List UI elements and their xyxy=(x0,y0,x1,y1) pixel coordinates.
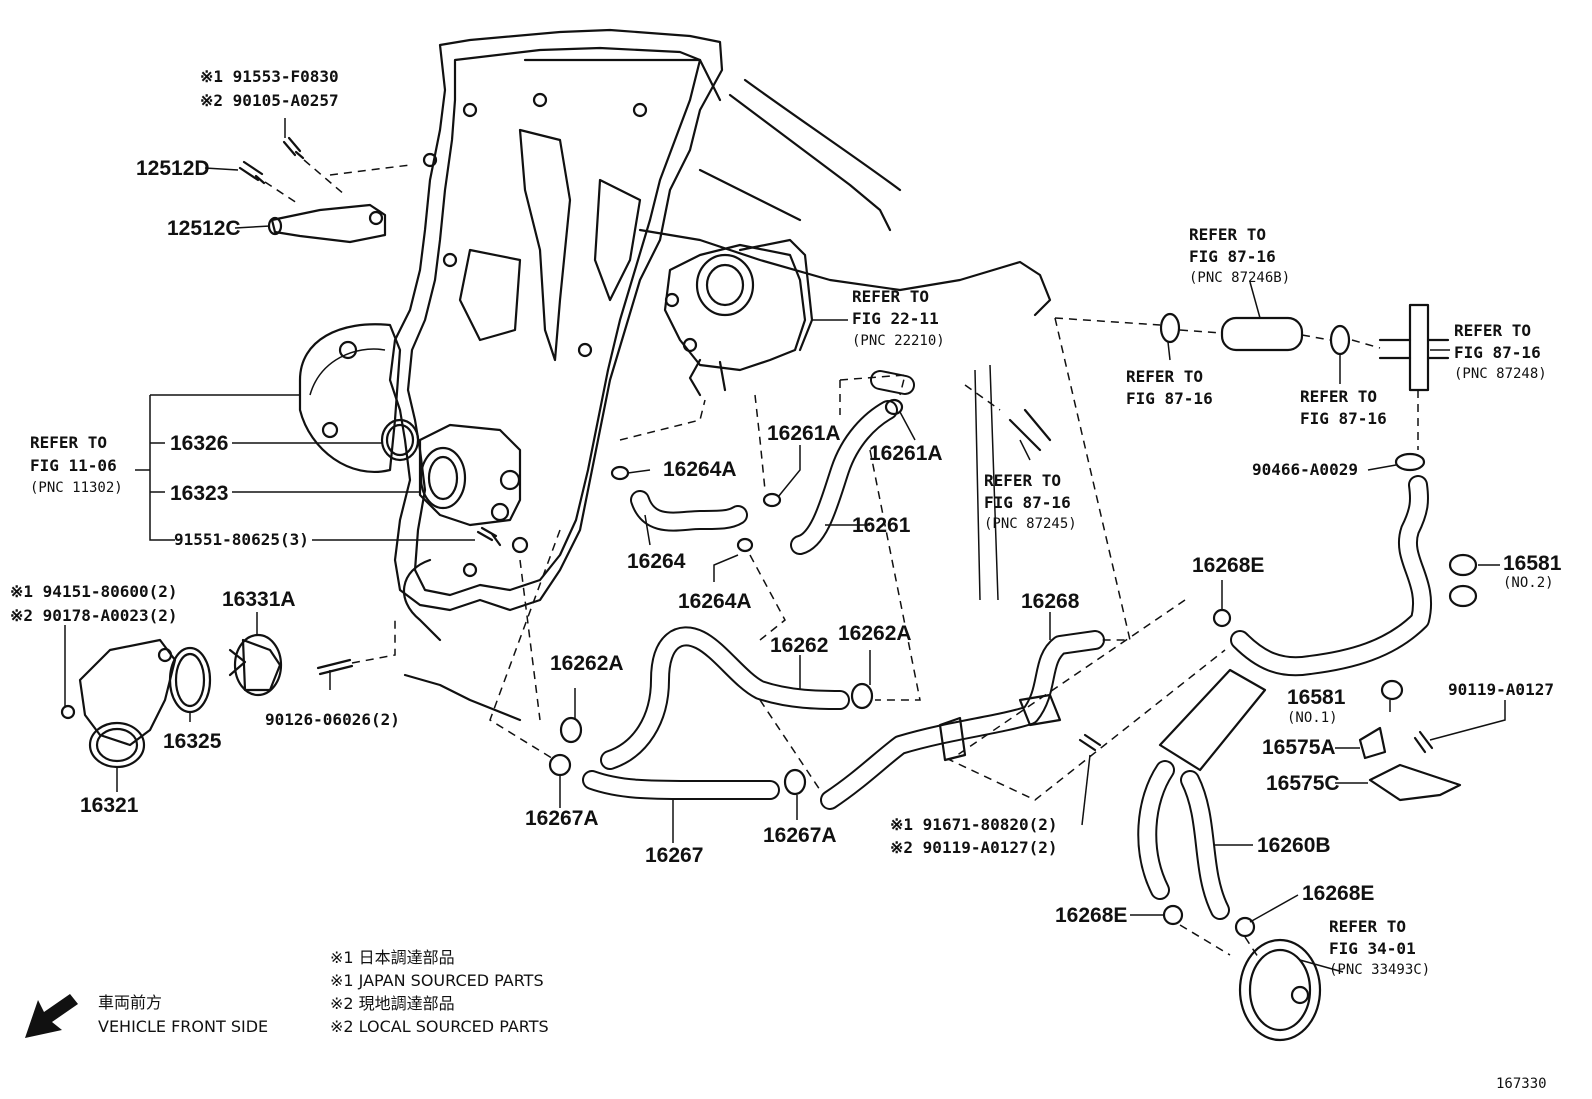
ref-87a-line3: (PNC 87246B) xyxy=(1189,270,1290,286)
label-16581-no2: 16581 xyxy=(1503,552,1562,575)
label-16264a-1: 16264A xyxy=(663,458,737,481)
marked-mid-1: ※1 91671-80820(2) xyxy=(890,815,1058,834)
label-16268e-1: 16268E xyxy=(1192,554,1264,577)
legend: ※1 日本調達部品 ※1 JAPAN SOURCED PARTS ※2 現地調達… xyxy=(25,948,549,1038)
ref-22-line1: REFER TO xyxy=(852,287,929,306)
label-12512d: 12512D xyxy=(136,157,210,180)
marked-left-2: ※2 90178-A0023(2) xyxy=(10,606,178,625)
label-16267a-1: 16267A xyxy=(525,807,599,830)
label-16262: 16262 xyxy=(770,634,828,657)
ref-87a-line1: REFER TO xyxy=(1189,225,1266,244)
label-16581-no1: 16581 xyxy=(1287,686,1346,709)
ref-87e-line3: (PNC 87245) xyxy=(984,516,1077,532)
legend-local-jp: ※2 現地調達部品 xyxy=(330,994,455,1013)
label-16264: 16264 xyxy=(627,550,686,573)
label-90119: 90119-A0127 xyxy=(1448,680,1554,699)
ref-11-line2: FIG 11-06 xyxy=(30,456,117,475)
ref-87d-line1: REFER TO xyxy=(1454,321,1531,340)
label-16262a-1: 16262A xyxy=(838,622,912,645)
marked-left-1: ※1 94151-80600(2) xyxy=(10,582,178,601)
label-16267a-2: 16267A xyxy=(763,824,837,847)
timing-cover-drawing xyxy=(298,28,1052,722)
label-91551: 91551-80625(3) xyxy=(174,530,309,549)
water-inlet-housing-drawing xyxy=(418,423,522,527)
front-side-en: VEHICLE FRONT SIDE xyxy=(98,1017,268,1036)
throttle-body-drawing xyxy=(663,238,814,397)
marked-top-1: ※1 91553-F0830 xyxy=(200,67,339,86)
label-12512c: 12512C xyxy=(167,217,241,240)
gasket-16326-drawing xyxy=(380,418,420,462)
ref-22-line2: FIG 22-11 xyxy=(852,309,939,328)
ref-87b-line1: REFER TO xyxy=(1126,367,1203,386)
part-labels: 12512D 12512C 16326 16323 91551-80625(3)… xyxy=(80,157,1562,1092)
ref-34-line1: REFER TO xyxy=(1329,917,1406,936)
ref-87e-line1: REFER TO xyxy=(984,471,1061,490)
ref-34-line2: FIG 34-01 xyxy=(1329,939,1416,958)
label-16575a: 16575A xyxy=(1262,736,1336,759)
label-16261a-2: 16261A xyxy=(869,442,943,465)
label-16321: 16321 xyxy=(80,794,139,817)
label-16268e-3: 16268E xyxy=(1055,904,1127,927)
legend-local-en: ※2 LOCAL SOURCED PARTS xyxy=(330,1017,549,1036)
label-16260b: 16260B xyxy=(1257,834,1331,857)
label-16575c: 16575C xyxy=(1266,772,1340,795)
marked-mid-2: ※2 90119-A0127(2) xyxy=(890,838,1058,857)
label-16581-no2-sub: (NO.2) xyxy=(1503,575,1554,591)
leader-lines xyxy=(64,118,1506,973)
label-16581-no1-sub: (NO.1) xyxy=(1287,710,1338,726)
label-16323: 16323 xyxy=(170,482,228,505)
label-16262a-2: 16262A xyxy=(550,652,624,675)
ref-87e-line2: FIG 87-16 xyxy=(984,493,1071,512)
label-16325: 16325 xyxy=(163,730,222,753)
ref-11-line3: (PNC 11302) xyxy=(30,480,123,496)
ref-87d-line3: (PNC 87248) xyxy=(1454,366,1547,382)
legend-japan-jp: ※1 日本調達部品 xyxy=(330,948,455,967)
dashed-guides xyxy=(489,317,1419,961)
label-16261a-1: 16261A xyxy=(767,422,841,445)
label-16267: 16267 xyxy=(645,844,703,867)
label-16261: 16261 xyxy=(852,514,911,537)
label-16268e-2: 16268E xyxy=(1302,882,1374,905)
diagram-reference-code: 167330 xyxy=(1496,1076,1547,1092)
thermostat-group-drawing xyxy=(60,620,396,769)
label-16268: 16268 xyxy=(1021,590,1080,613)
front-arrow-icon xyxy=(25,994,78,1038)
marked-part-labels: ※1 91553-F0830 ※2 90105-A0257 ※1 94151-8… xyxy=(10,67,1058,857)
label-16326: 16326 xyxy=(170,432,228,455)
label-16331a: 16331A xyxy=(222,588,296,611)
ref-87d-line2: FIG 87-16 xyxy=(1454,343,1541,362)
ref-34-line3: (PNC 33493C) xyxy=(1329,962,1430,978)
marked-top-2: ※2 90105-A0257 xyxy=(200,91,339,110)
ref-11-line1: REFER TO xyxy=(30,433,107,452)
label-90126: 90126-06026(2) xyxy=(265,710,400,729)
label-16264a-2: 16264A xyxy=(678,590,752,613)
front-side-jp: 車両前方 xyxy=(98,993,162,1012)
hoses-drawing xyxy=(582,370,1432,1042)
ref-87c-line2: FIG 87-16 xyxy=(1300,409,1387,428)
legend-japan-en: ※1 JAPAN SOURCED PARTS xyxy=(330,971,544,990)
ref-22-line3: (PNC 22210) xyxy=(852,333,945,349)
label-90466: 90466-A0029 xyxy=(1252,460,1358,479)
clamps-drawing xyxy=(548,303,1478,938)
bracket-drawing xyxy=(238,136,411,244)
ref-87b-line2: FIG 87-16 xyxy=(1126,389,1213,408)
refer-to-notes: REFER TO FIG 11-06 (PNC 11302) REFER TO … xyxy=(30,225,1547,978)
ref-87c-line1: REFER TO xyxy=(1300,387,1377,406)
ref-87a-line2: FIG 87-16 xyxy=(1189,247,1276,266)
